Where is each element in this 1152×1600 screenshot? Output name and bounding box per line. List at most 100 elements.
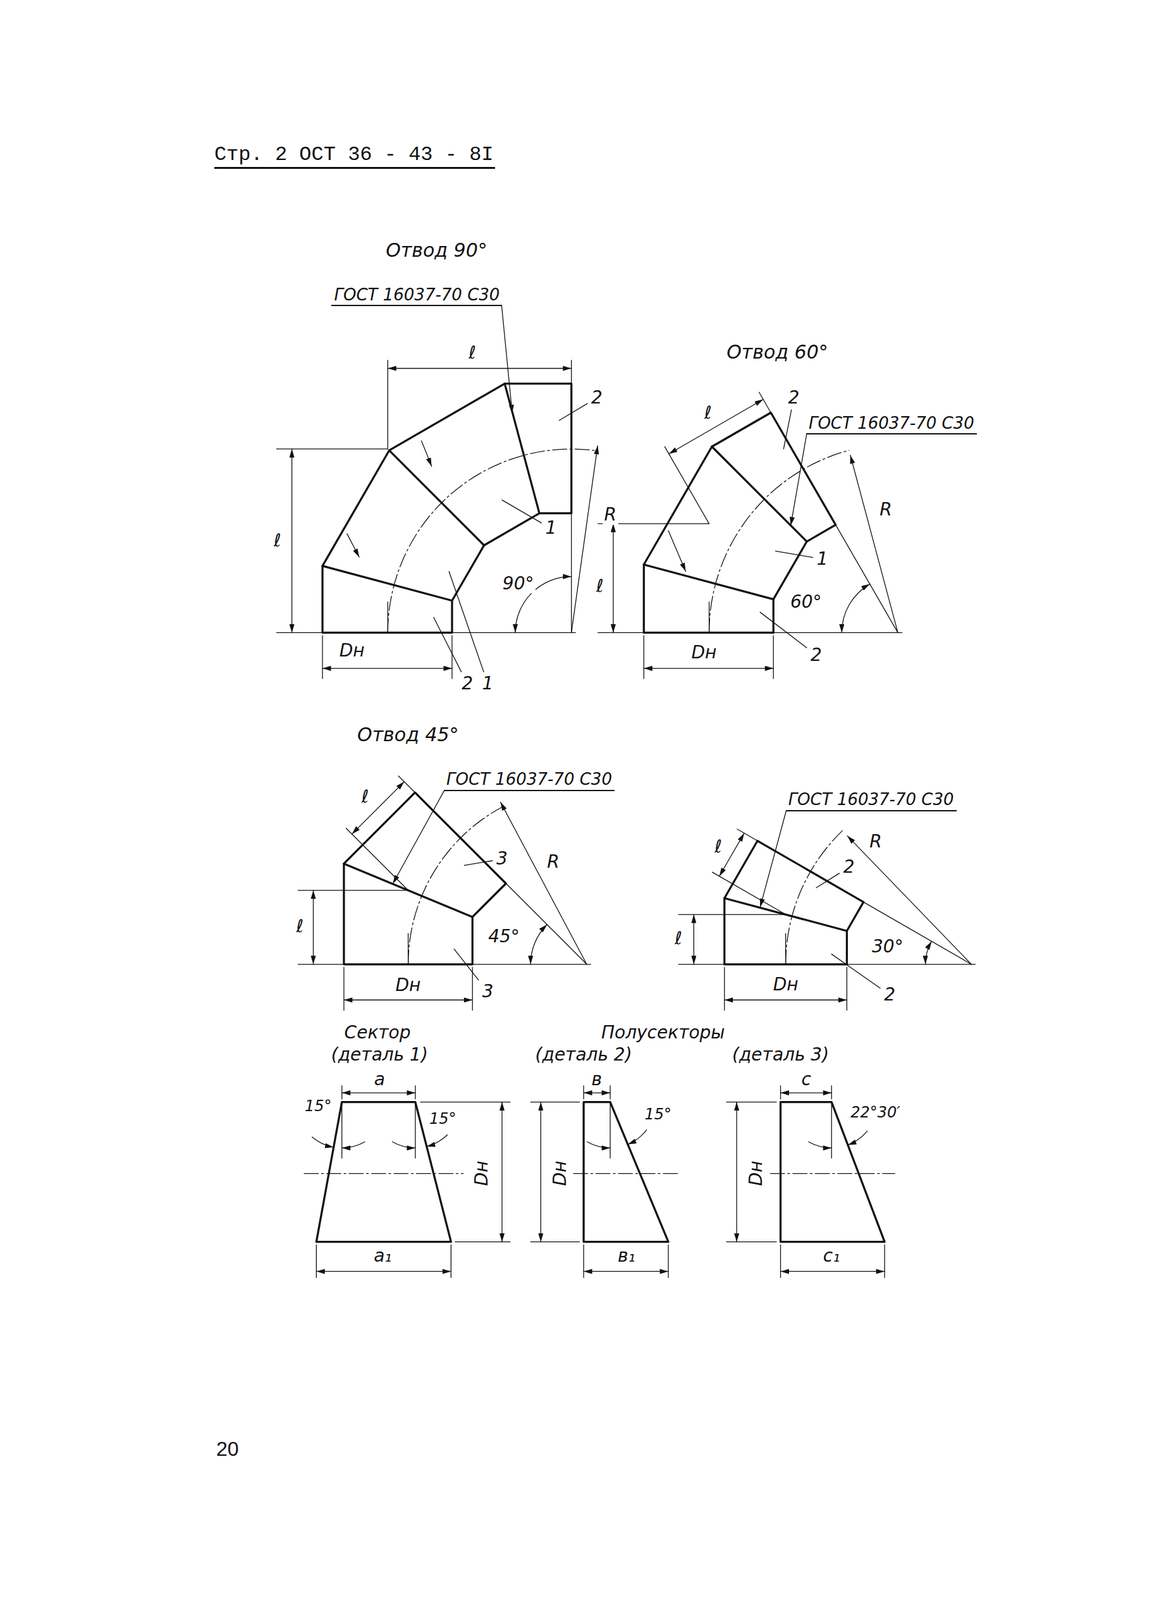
extension-line bbox=[831, 1085, 833, 1099]
dimension-label: в₁ bbox=[615, 1246, 638, 1266]
weld-joint bbox=[711, 446, 807, 542]
dimension-label: ℓ bbox=[712, 837, 724, 857]
angle-label: 22°30′ bbox=[848, 1103, 903, 1121]
extension-line bbox=[451, 635, 453, 679]
width-dimension bbox=[780, 1091, 833, 1093]
leader-line bbox=[783, 409, 791, 449]
width-dimension bbox=[316, 1270, 451, 1272]
dimension-label: a₁ bbox=[371, 1246, 394, 1266]
center-line-arc bbox=[387, 448, 597, 633]
weld-standard-note: ГОСТ 16037-70 С30 bbox=[331, 285, 503, 307]
detail-title: (деталь 3) bbox=[730, 1045, 831, 1065]
length-dimension bbox=[612, 523, 614, 633]
angle-reference-line bbox=[414, 1103, 416, 1159]
extension-line bbox=[726, 1101, 777, 1103]
extension-line bbox=[737, 828, 758, 841]
dimension-label: a bbox=[372, 1069, 387, 1090]
elbow-outline bbox=[322, 383, 572, 633]
dimension-label: ℓ bbox=[672, 928, 685, 949]
extension-line bbox=[780, 1085, 781, 1099]
diameter-dimension bbox=[724, 999, 848, 1001]
dimension-label: 60° bbox=[788, 592, 824, 613]
extension-line bbox=[530, 1101, 580, 1103]
weld-joint bbox=[322, 565, 453, 601]
base-line bbox=[472, 963, 591, 965]
extension-line bbox=[726, 1241, 777, 1242]
extension-line bbox=[678, 963, 725, 965]
detail-outline bbox=[583, 1102, 669, 1242]
elbow-outline bbox=[724, 840, 864, 965]
dimension-label: Dн bbox=[393, 975, 423, 996]
view-title: Отвод 60° bbox=[724, 341, 831, 363]
dimension-label: Dн bbox=[337, 641, 367, 661]
extension-line bbox=[598, 632, 645, 633]
extension-line bbox=[420, 1101, 511, 1103]
extension-line bbox=[450, 1244, 452, 1278]
angle-label: 15° bbox=[302, 1097, 334, 1115]
angle-arrow bbox=[426, 1134, 448, 1147]
dimension-label: 2 bbox=[882, 985, 898, 1005]
dimension-label: ℓ bbox=[294, 916, 306, 937]
view-title: Отвод 45° bbox=[355, 723, 461, 745]
extension-line bbox=[530, 1241, 580, 1242]
angle-arrow bbox=[847, 1131, 867, 1146]
extension-line bbox=[780, 1244, 781, 1278]
dimension-label: с bbox=[799, 1069, 813, 1090]
page-header: Стр. 2 ОСТ 36 - 43 - 8I bbox=[214, 143, 496, 169]
angle-arrow bbox=[392, 1141, 416, 1149]
extension-line bbox=[387, 360, 389, 449]
weld-note-leader bbox=[790, 433, 807, 526]
leader-line bbox=[558, 403, 588, 421]
extension-line bbox=[570, 360, 572, 384]
center-line-arc bbox=[785, 830, 843, 965]
extension-line bbox=[883, 1244, 885, 1278]
dimension-label: 1 bbox=[543, 518, 559, 539]
extension-line bbox=[667, 1244, 669, 1278]
dimension-label: 2 bbox=[841, 857, 857, 877]
dimension-label: ℓ bbox=[359, 787, 372, 807]
weld-note-leader bbox=[759, 810, 786, 908]
dimension-label: с₁ bbox=[821, 1246, 843, 1266]
dimension-label: 3 bbox=[479, 981, 496, 1002]
angle-reference-line bbox=[609, 1103, 611, 1159]
center-line bbox=[785, 933, 786, 964]
weld-arrow bbox=[347, 533, 360, 558]
extension-line bbox=[472, 967, 473, 1011]
leader-line bbox=[816, 873, 840, 888]
length-dimension bbox=[693, 914, 695, 965]
dimension-label: Dн bbox=[746, 1158, 766, 1189]
length-dimension bbox=[352, 781, 405, 834]
extension-line bbox=[343, 967, 344, 1011]
angle-label: 15° bbox=[427, 1110, 459, 1127]
radial-line bbox=[863, 901, 972, 964]
leader-line bbox=[448, 571, 484, 673]
extension-line bbox=[773, 635, 774, 679]
angle-arrow bbox=[312, 1136, 334, 1147]
dimension-label: Dн bbox=[689, 643, 719, 663]
dimension-label: ℓ bbox=[702, 403, 714, 423]
height-dimension bbox=[735, 1102, 737, 1242]
center-line bbox=[407, 933, 409, 964]
page-number: 20 bbox=[214, 1437, 241, 1460]
extension-line bbox=[759, 392, 772, 413]
width-dimension bbox=[583, 1270, 669, 1272]
extension-line bbox=[341, 1085, 343, 1099]
detail-title: (деталь 2) bbox=[533, 1045, 635, 1065]
extension-line bbox=[664, 446, 709, 524]
radius-dimension bbox=[847, 835, 972, 965]
diameter-dimension bbox=[343, 999, 473, 1001]
extension-line bbox=[582, 1244, 584, 1278]
dimension-label: ℓ bbox=[271, 531, 284, 551]
extension-line bbox=[678, 913, 786, 915]
extension-line bbox=[455, 1241, 511, 1242]
angle-arrow bbox=[342, 1141, 365, 1149]
leader-line bbox=[502, 500, 542, 523]
axis-line bbox=[573, 1172, 679, 1174]
extension-line bbox=[414, 1085, 416, 1099]
dimension-label: R bbox=[545, 852, 561, 872]
angle-reference-line bbox=[831, 1103, 833, 1159]
angle-arrow bbox=[587, 1141, 611, 1149]
weld-arrow bbox=[421, 440, 432, 466]
width-dimension bbox=[780, 1270, 886, 1272]
